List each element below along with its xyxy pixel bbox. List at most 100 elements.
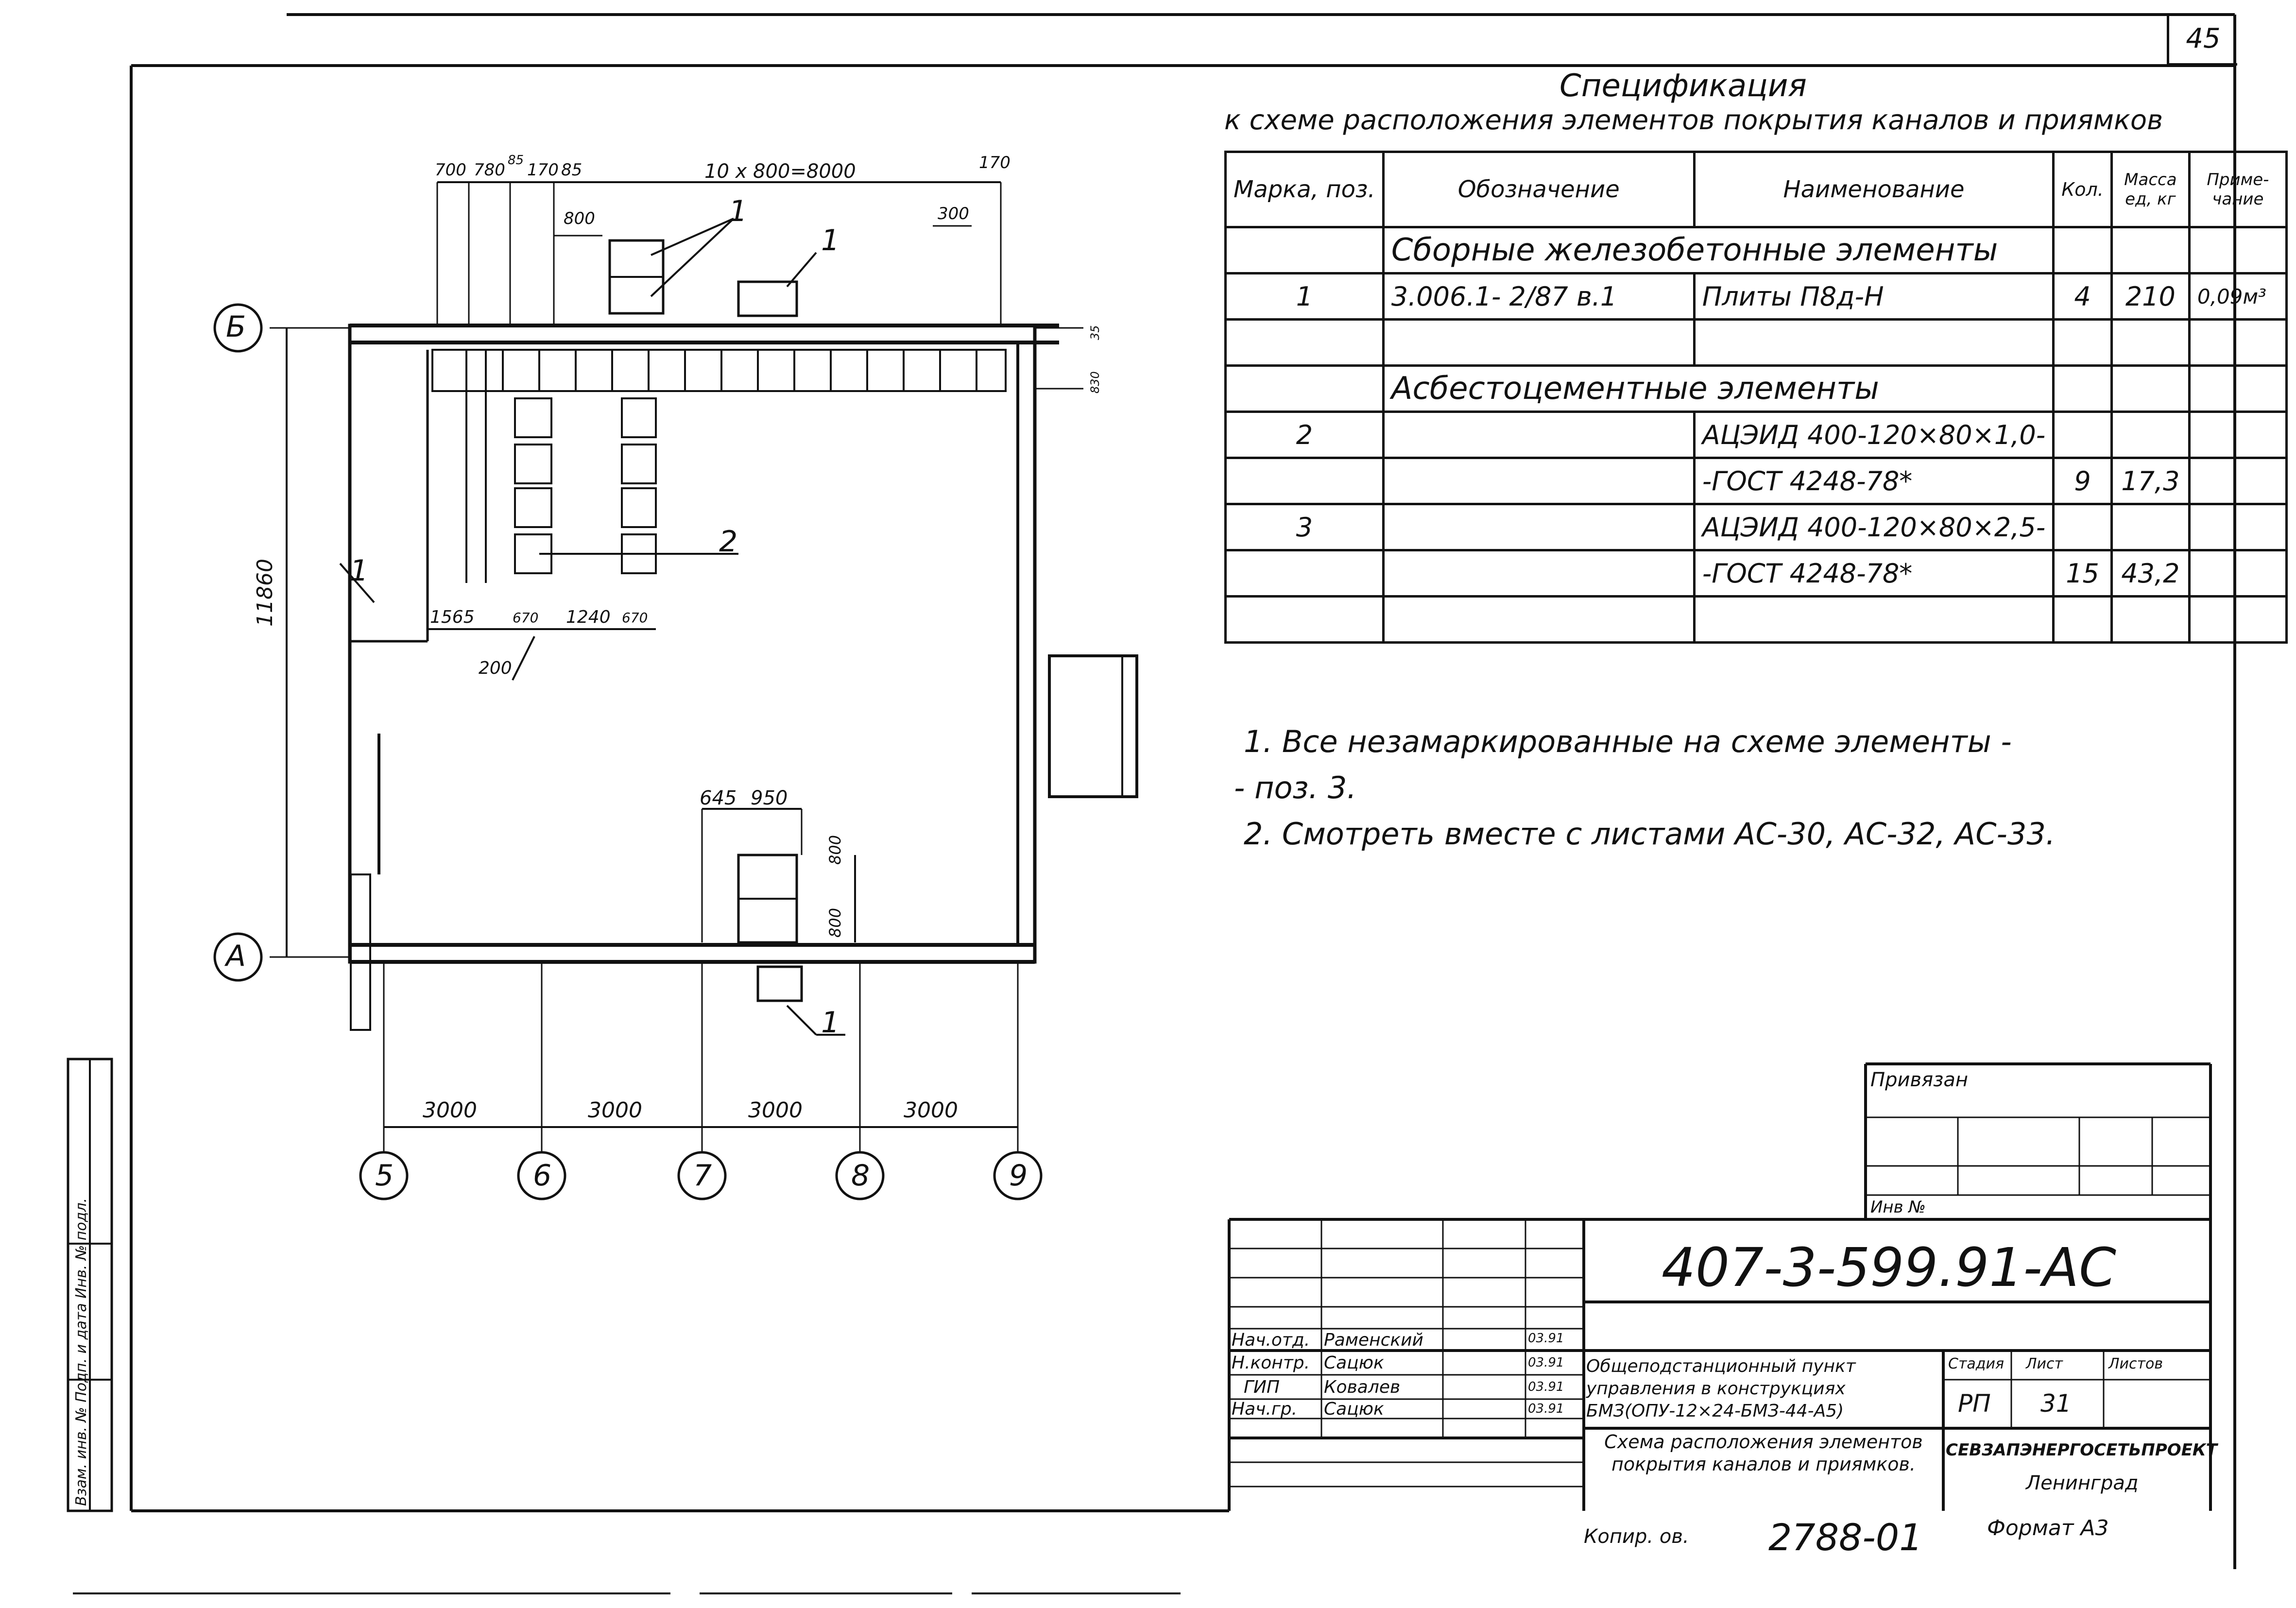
spec-table: Марка, поз. Обозначение Наименование Кол… [1224,151,2288,644]
tb-name-3: Ковалев [1324,1377,1401,1397]
dim-bottom-4: 3000 [904,1098,958,1123]
tb-drawing-title: Схема расположения элементов покрытия ка… [1604,1431,1923,1475]
spec-header-note: Приме-чание [2188,151,2288,228]
spec-cell: -ГОСТ 4248-78* [1693,549,2055,598]
spec-title: Спецификация [1559,68,1807,104]
tb-inv: Инв № [1870,1197,1926,1217]
spec-row: Сборные железобетонные элементы [1224,226,2288,274]
dim-bottom-1: 3000 [423,1098,477,1123]
spec-header-name: Наименование [1693,151,2055,228]
dim-top-780: 780 [474,160,505,180]
spec-section-title: Сборные железобетонные элементы [1382,226,2055,274]
spec-row [1224,318,2288,367]
tb-copy-no: 2788-01 [1768,1516,1923,1559]
tb-privyazan: Привязан [1870,1069,1969,1091]
spec-cell: АЦЭИД 400-120×80×2,5- [1693,503,2055,551]
tb-city: Ленинград [2026,1472,2139,1494]
dim-bottom-3: 3000 [748,1098,803,1123]
dim-300: 300 [938,204,969,223]
tb-date-1: 03.91 [1528,1331,1564,1346]
tb-role-3: ГИП [1244,1377,1280,1397]
tb-sheet: 31 [2040,1389,2072,1418]
dim-top-170b: 170 [979,153,1011,172]
spec-cell: 17,3 [2110,457,2191,505]
spec-row: Асбестоцементные элементы [1224,364,2288,413]
tb-sheets-label: Листов [2108,1355,2163,1372]
axis-label-9: 9 [1009,1159,1028,1193]
axis-label-5: 5 [375,1159,394,1193]
spec-header-designation: Обозначение [1382,151,1696,228]
tb-name-4: Сацюк [1324,1399,1384,1419]
spec-row: -ГОСТ 4248-78* 15 43,2 [1224,549,2288,598]
spec-section-title: Асбестоцементные элементы [1382,364,2055,413]
dim-mid-670b: 670 [622,610,648,626]
dim-35: 35 [1088,325,1102,340]
axis-label-7: 7 [693,1159,712,1193]
spec-row: 1 3.006.1- 2/87 в.1 Плиты П8д-Н 4 210 0,… [1224,272,2288,321]
pos-label-1b: 1 [821,223,840,257]
dim-200: 200 [479,658,512,678]
dim-mid-1565: 1565 [430,607,475,627]
spec-cell: 0,09м³ [2188,272,2288,321]
dim-top-170: 170 [527,160,559,180]
tb-doc-code: 407-3-599.91-АС [1662,1236,2116,1299]
tb-stage: РП [1958,1389,1991,1418]
dim-800-v1: 800 [826,835,844,865]
pos-label-1d: 1 [350,554,369,588]
dim-645: 645 [700,787,737,809]
spec-header-qty: Кол. [2052,151,2113,228]
tb-org: СЕВЗАПЭНЕРГОСЕТЬПРОЕКТ [1946,1440,2217,1460]
tb-copied: Копир. ов. [1584,1525,1689,1548]
pos-label-1a: 1 [729,194,748,228]
spec-cell: 1 [1224,272,1385,321]
pos-label-1c: 1 [821,1006,840,1040]
spec-subtitle: к схеме расположения элементов покрытия … [1224,104,2163,136]
spec-header-mark: Марка, поз. [1224,151,1385,228]
spec-cell: 4 [2052,272,2113,321]
dim-800: 800 [564,209,595,228]
tb-date-4: 03.91 [1528,1402,1564,1416]
side-stamp: Взам. инв. № Подп. и дата Инв. № подл. [73,1197,90,1506]
dim-950: 950 [751,787,788,809]
dim-top-85b: 85 [561,160,583,180]
note-1: 1. Все незамаркированные на схеме элемен… [1244,724,2012,759]
spec-cell: -ГОСТ 4248-78* [1693,457,2055,505]
spec-cell: 2 [1224,411,1385,459]
dim-mid-1240: 1240 [566,607,611,627]
note-1b: - поз. 3. [1234,770,1357,805]
dim-mid-670a: 670 [513,610,539,626]
axis-label-8: 8 [851,1159,870,1193]
spec-row: 3 АЦЭИД 400-120×80×2,5- [1224,503,2288,551]
spec-cell: 15 [2052,549,2113,598]
spec-cell: 9 [2052,457,2113,505]
pos-label-2: 2 [719,525,738,559]
dim-top-700: 700 [435,160,466,180]
dim-top-85a: 85 [508,153,524,168]
spec-cell: АЦЭИД 400-120×80×1,0- [1693,411,2055,459]
spec-row: 2 АЦЭИД 400-120×80×1,0- [1224,411,2288,459]
dim-830: 830 [1088,371,1102,393]
dim-height: 11860 [253,559,277,627]
tb-name-1: Раменский [1324,1330,1423,1350]
tb-role-4: Нач.гр. [1232,1399,1298,1419]
tb-role-2: Н.контр. [1232,1353,1310,1373]
spec-cell: Плиты П8д-Н [1693,272,2055,321]
axis-label-b: Б [226,310,246,344]
tb-project: Общеподстанционный пункт управления в ко… [1586,1356,1856,1421]
spec-row: -ГОСТ 4248-78* 9 17,3 [1224,457,2288,505]
note-2: 2. Смотреть вместе с листами АС-30, АС-3… [1244,816,2056,852]
dim-top-8000: 10 х 800=8000 [704,160,856,183]
tb-name-2: Сацюк [1324,1353,1384,1373]
tb-stage-label: Стадия [1948,1355,2005,1372]
spec-header-row: Марка, поз. Обозначение Наименование Кол… [1224,151,2288,228]
axis-label-6: 6 [533,1159,552,1193]
dim-800-v2: 800 [826,907,844,938]
spec-row [1224,595,2288,644]
spec-cell: 3.006.1- 2/87 в.1 [1382,272,1696,321]
tb-format: Формат А3 [1987,1516,2109,1540]
spec-cell: 210 [2110,272,2191,321]
spec-header-mass: Масса ед, кг [2110,151,2191,228]
axis-label-a: А [226,939,246,973]
tb-date-2: 03.91 [1528,1355,1564,1370]
